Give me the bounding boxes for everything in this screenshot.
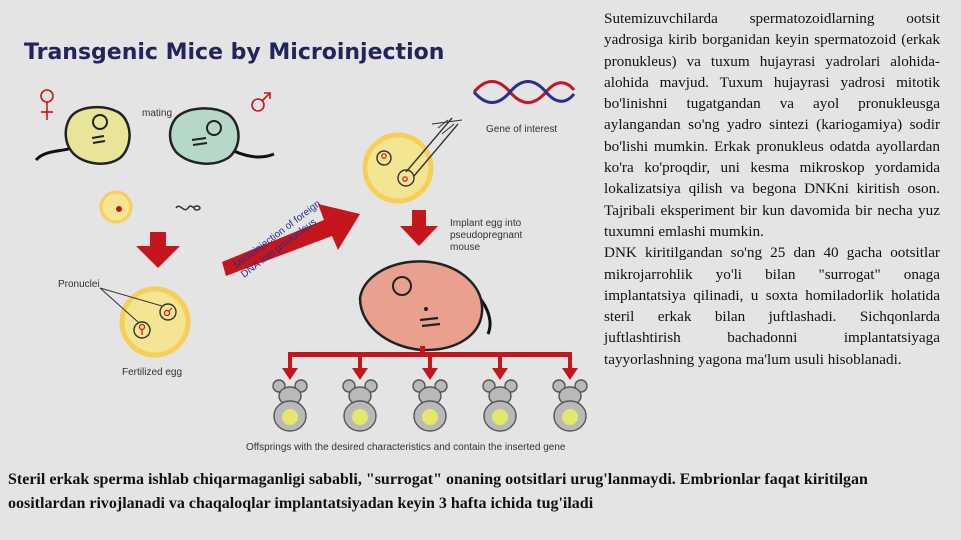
pronuclei-label: Pronuclei [58,279,100,290]
implant-label-line2: pseudopregnant [450,230,523,241]
fertilized-egg-icon [99,286,191,358]
microinjection-arrow-icon [222,204,360,276]
male-symbol-icon [251,92,271,112]
sperm-icon [175,205,195,211]
explanation-text: Sutemizuvchilarda spermatozoidlarning oo… [604,8,940,370]
male-mouse-icon [168,107,275,165]
distribution-arrows-icon [282,346,578,380]
dna-helix-icon [472,80,576,104]
offspring-mice-icon [272,379,588,432]
gene-of-interest-label: Gene of interest [486,124,558,135]
explanation-paragraph-1: Sutemizuvchilarda spermatozoidlarning oo… [604,10,940,240]
down-arrow-right-icon [400,210,438,246]
female-symbol-icon [40,89,54,120]
explanation-paragraph-2: DNK kiritilgandan so'ng 25 dan 40 gacha … [604,244,940,368]
female-mouse-icon [34,105,131,165]
implant-label: Implant egg into pseudopregnant mouse [450,218,522,254]
offsprings-caption: Offsprings with the desired characterist… [246,442,566,453]
egg-icon [99,190,133,224]
injected-egg-icon [362,117,463,204]
down-arrow-left-icon [136,232,180,268]
pseudopregnant-mouse-icon [358,260,492,352]
implant-label-line1: Implant egg into [450,218,522,229]
implant-label-line3: mouse [450,242,481,253]
diagram-graphics [34,80,588,432]
figure-title: Transgenic Mice by Microinjection [24,40,445,65]
fertilized-egg-label: Fertilized egg [122,367,183,378]
bottom-note: Steril erkak sperma ishlab chiqarmaganli… [8,471,868,512]
diagram-figure: Transgenic Mice by Microinjection [24,40,588,453]
mating-label: mating [142,108,173,119]
